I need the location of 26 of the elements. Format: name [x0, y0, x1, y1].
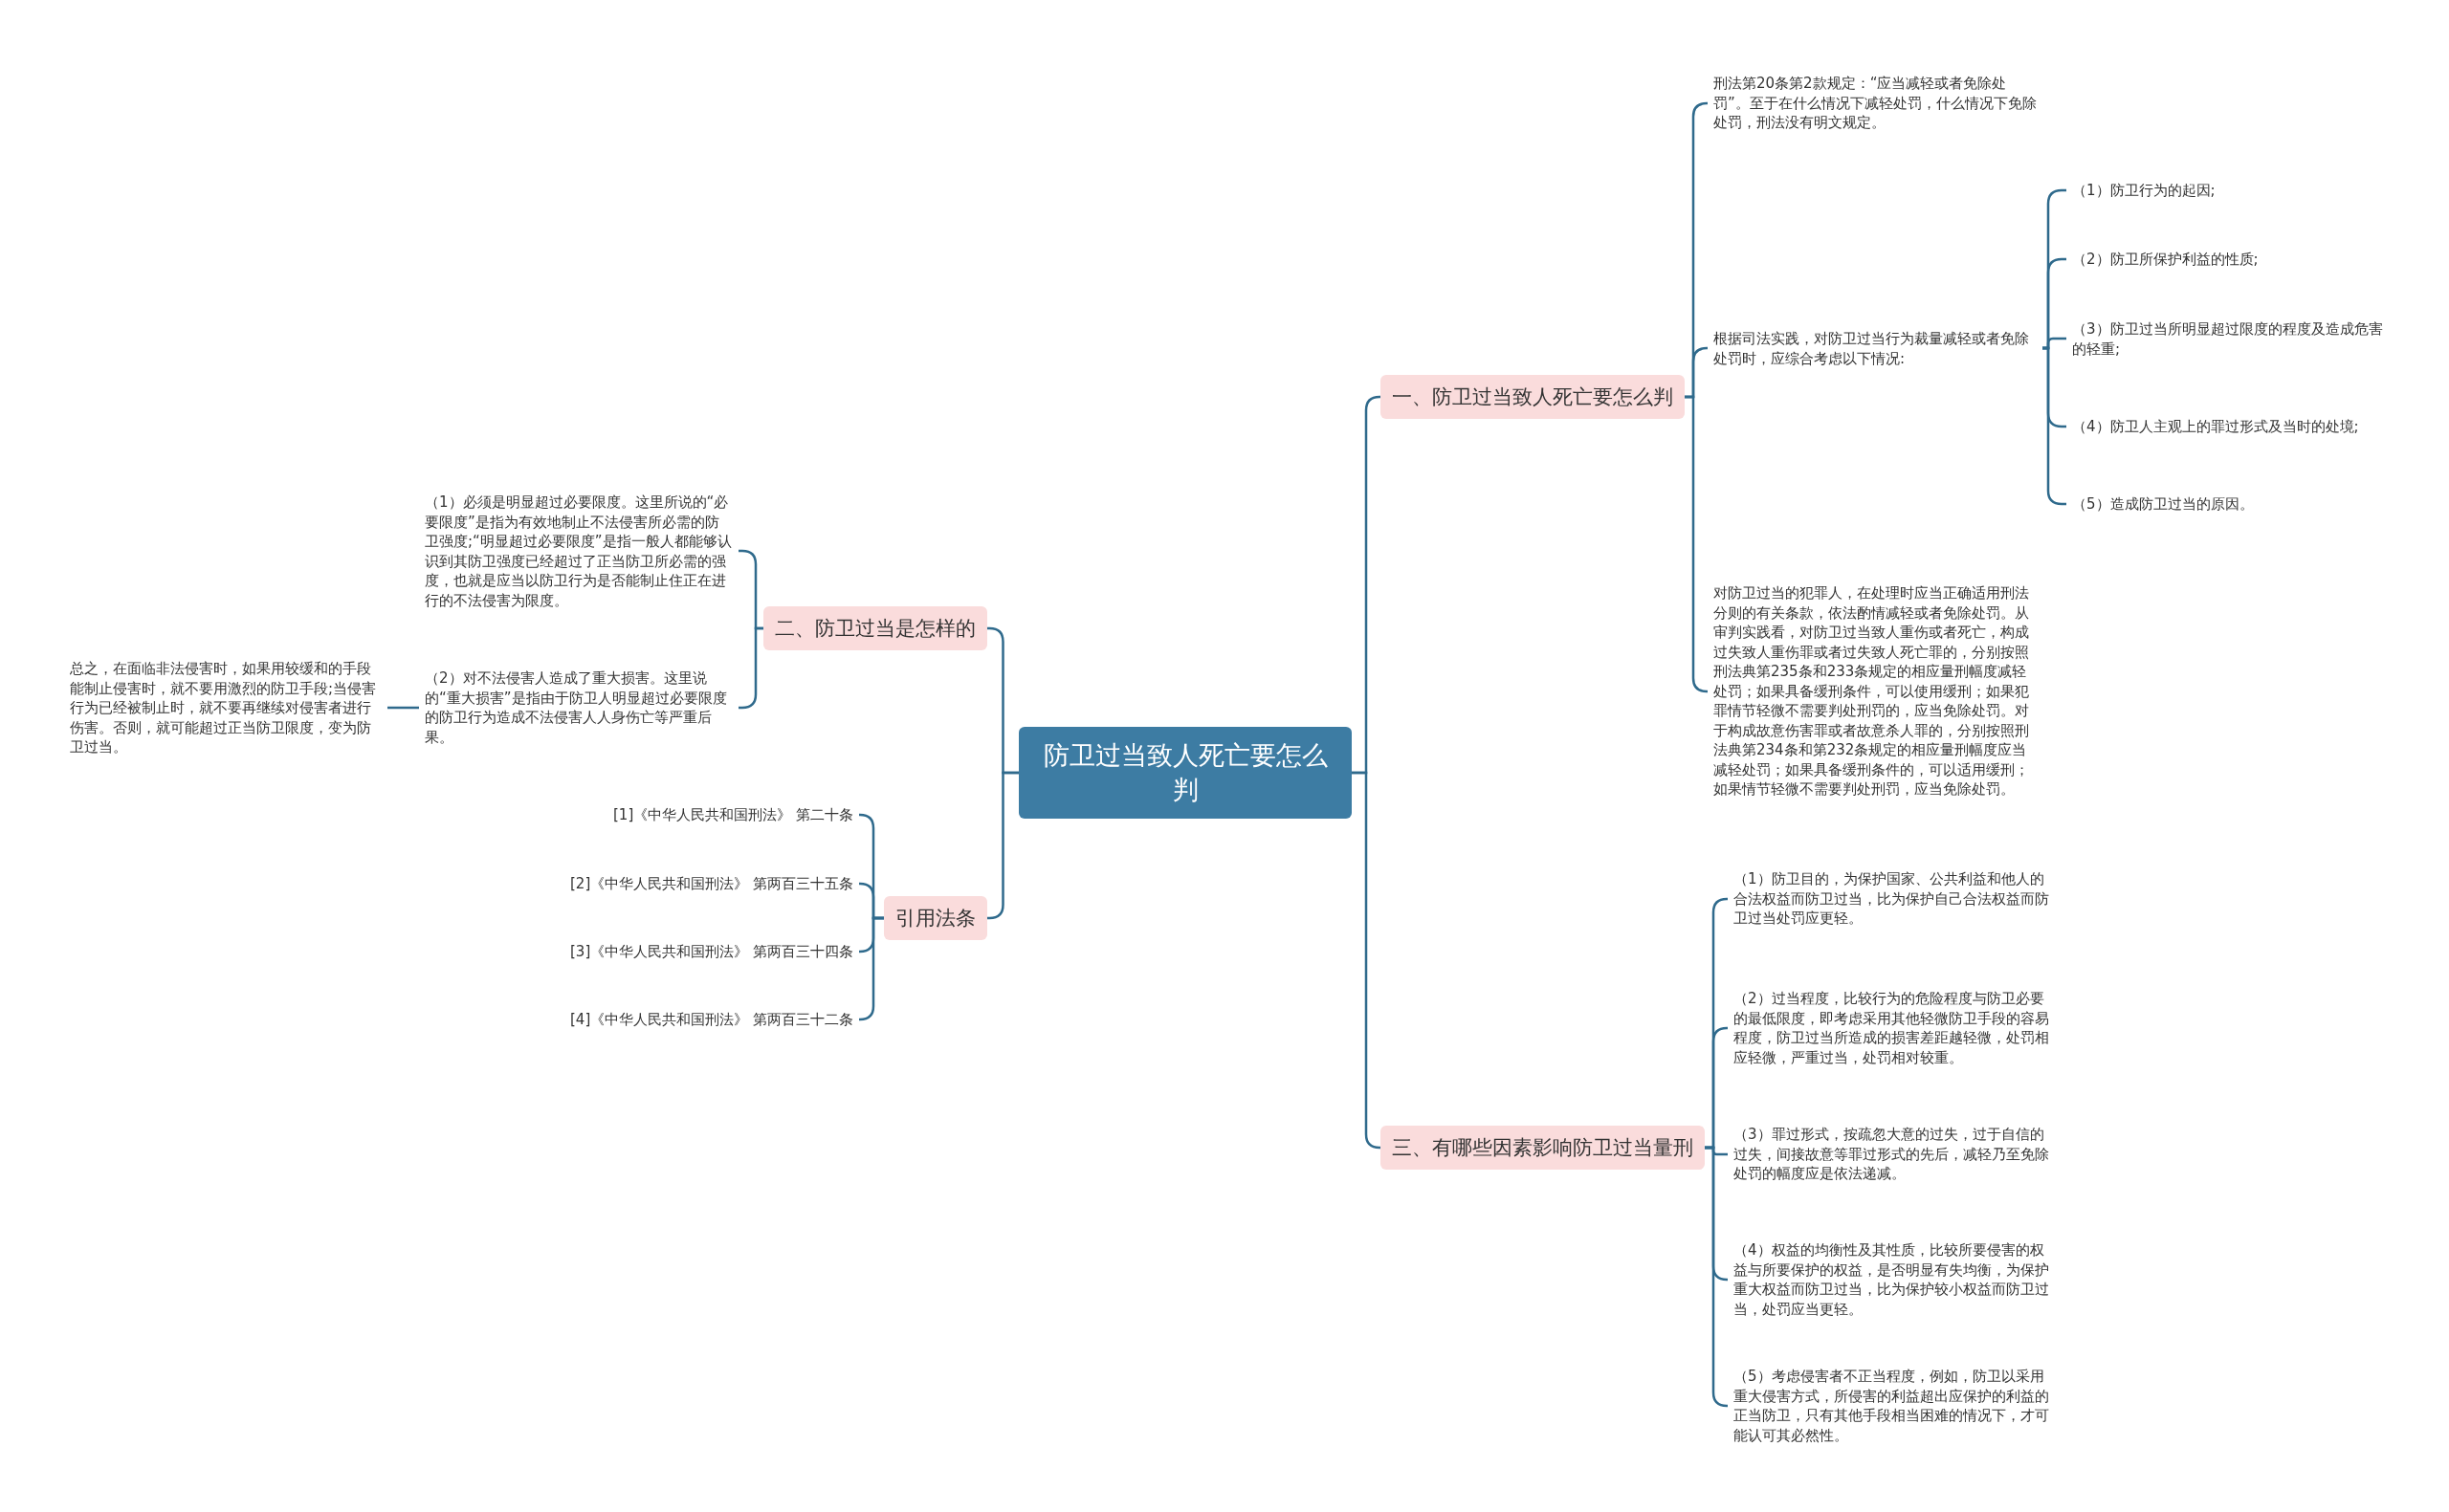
- note-text: （2）对不法侵害人造成了重大损害。这里说的“重大损害”是指由于防卫人明显超过必要限度的防卫行为造成不法侵害人人身伤亡等严重后果。: [419, 667, 739, 749]
- note-text: （1）防卫行为的起因;: [2066, 178, 2392, 203]
- central-topic-box: 防卫过当致人死亡要怎么判: [1019, 727, 1352, 819]
- note-text: 根据司法实践，对防卫过当行为裁量减轻或者免除处罚时，应综合考虑以下情况:: [1708, 326, 2042, 370]
- note-text: 对防卫过当的犯罪人，在处理时应当正确适用刑法分则的有关条款，依法酌情减轻或者免除处罚。从审判实践看，对防卫过当致人重伤或者死亡，构成过失致人重伤罪或者过失致人死亡罪的，分别按照刑法典第235条和233条规定的相应量刑幅度减轻处罚；如果具备缓刑条件，可以使用缓刑；如果犯罪情节轻微不需要判处刑罚的，应当免除处罚。对于构成故意伤害罪或者故意杀人罪的，分别按照刑法典第234条和第232条规定的相应量刑幅度应当减轻处罚；如果具备缓刑条件的，可以适用缓刑；如果情节轻微不需要判处刑罚，应当免除处罚。: [1708, 581, 2042, 801]
- note-text: （4）防卫人主观上的罪过形式及当时的处境;: [2066, 414, 2392, 439]
- citation-text: [4]《中华人民共和国刑法》 第两百三十二条: [564, 1008, 859, 1031]
- note-text: （3）防卫过当所明显超过限度的程度及造成危害的轻重;: [2066, 317, 2392, 361]
- citation-text: [2]《中华人民共和国刑法》 第两百三十五条: [564, 872, 859, 895]
- note-text: （2）防卫所保护利益的性质;: [2066, 247, 2392, 272]
- note-text: （1）必须是明显超过必要限度。这里所说的“必要限度”是指为有效地制止不法侵害所必需的防卫强度;“明显超过必要限度”是指一般人都能够认识到其防卫强度已经超过了正当防卫所必需的强度，也就是应当以防卫行为是否能制止住正在进行的不法侵害为限度。: [419, 490, 739, 612]
- note-text: （4）权益的均衡性及其性质，比较所要侵害的权益与所要保护的权益，是否明显有失均衡，为保护重大权益而防卫过当，比为保护较小权益而防卫过当，处罚应当更轻。: [1728, 1238, 2059, 1321]
- topic-box: 引用法条: [884, 896, 987, 940]
- topic-box: 二、防卫过当是怎样的: [763, 606, 987, 650]
- topic-box: 三、有哪些因素影响防卫过当量刑: [1380, 1126, 1705, 1170]
- note-text: 总之，在面临非法侵害时，如果用较缓和的手段能制止侵害时，就不要用激烈的防卫手段;当侵害行为已经被制止时，就不要再继续对侵害者进行伤害。否则，就可能超过正当防卫限度，变为防卫过当。: [64, 656, 387, 759]
- note-text: （5）考虑侵害者不正当程度，例如，防卫以采用重大侵害方式，所侵害的利益超出应保护的利益的正当防卫，只有其他手段相当困难的情况下，才可能认可其必然性。: [1728, 1365, 2059, 1447]
- connector-line: [387, 706, 419, 710]
- note-text: （2）过当程度，比较行为的危险程度与防卫必要的最低限度，即考虑采用其他轻微防卫手段的容易程度，防卫过当所造成的损害差距越轻微，处罚相应轻微，严重过当，处罚相对较重。: [1728, 987, 2059, 1069]
- citation-text: [3]《中华人民共和国刑法》 第两百三十四条: [564, 940, 859, 963]
- topic-box: 一、防卫过当致人死亡要怎么判: [1380, 375, 1685, 419]
- note-text: （1）防卫目的，为保护国家、公共利益和他人的合法权益而防卫过当，比为保护自己合法权益而防卫过当处罚应更轻。: [1728, 867, 2059, 931]
- note-text: （5）造成防卫过当的原因。: [2066, 492, 2392, 516]
- note-text: 刑法第20条第2款规定：“应当减轻或者免除处罚”。至于在什么情况下减轻处罚，什么情况下免除处罚，刑法没有明文规定。: [1708, 72, 2042, 135]
- note-text: （3）罪过形式，按疏忽大意的过失，过于自信的过失，间接故意等罪过形式的先后，减轻乃至免除处罚的幅度应是依法递减。: [1728, 1123, 2059, 1186]
- citation-text: [1]《中华人民共和国刑法》 第二十条: [607, 803, 859, 826]
